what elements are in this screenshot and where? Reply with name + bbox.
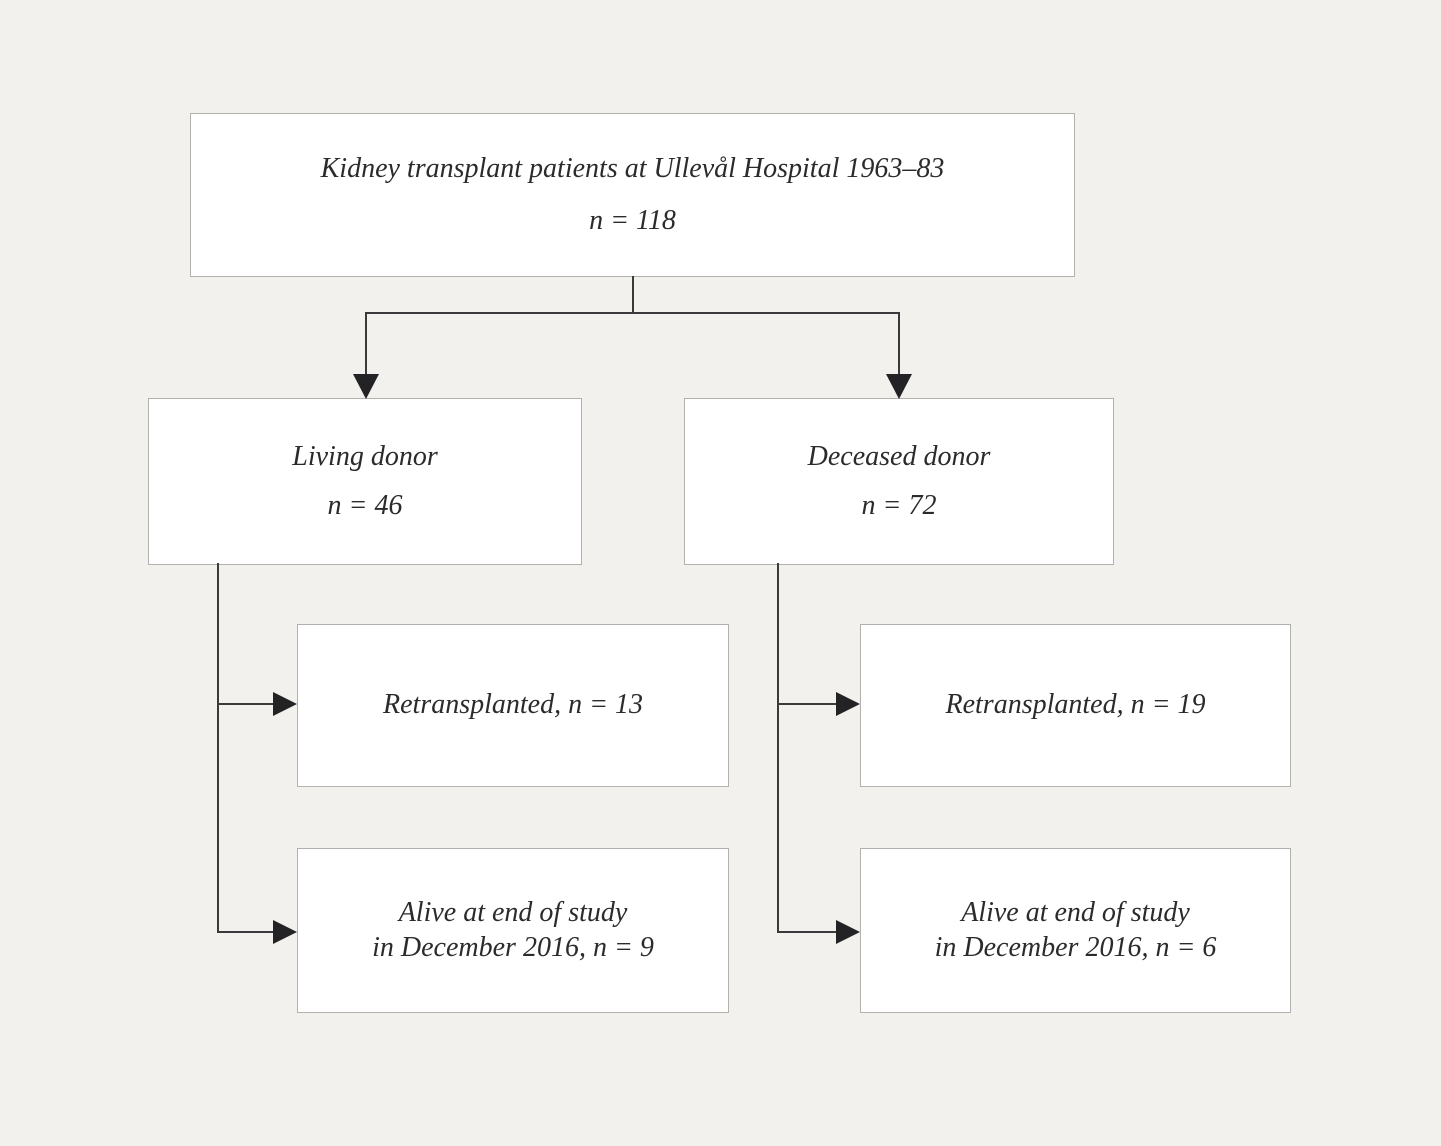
node-living-retransplanted-label: Retransplanted, n = 13 [383,689,643,721]
connector-deceased-substem [777,563,779,933]
arrowhead-right-deceased-alive-icon [836,920,860,944]
node-living-retransplanted: Retransplanted, n = 13 [297,624,729,787]
arrowhead-right-living-retransplanted-icon [273,692,297,716]
node-living-alive: Alive at end of study in December 2016, … [297,848,729,1013]
node-living-alive-line2: in December 2016, n = 9 [372,931,654,963]
node-deceased-retransplanted-label: Retransplanted, n = 19 [945,689,1206,721]
connector-living-retransplanted [217,703,277,705]
node-deceased-alive-line1: Alive at end of study [961,897,1190,929]
node-deceased-donor-title: Deceased donor [807,440,991,472]
connector-living-alive [217,931,277,933]
connector-deceased-vertical [898,312,900,378]
node-deceased-donor: Deceased donor n = 72 [684,398,1114,565]
node-living-donor-count: n = 46 [327,490,403,521]
connector-root-stem [632,276,634,314]
node-root-count: n = 118 [589,205,676,236]
arrowhead-down-deceased-icon [886,374,912,399]
node-root-title: Kidney transplant patients at Ullevål Ho… [320,152,945,184]
node-root: Kidney transplant patients at Ullevål Ho… [190,113,1075,277]
connector-branch-horizontal [365,312,900,314]
arrowhead-right-deceased-retransplanted-icon [836,692,860,716]
node-living-donor: Living donor n = 46 [148,398,582,565]
node-deceased-donor-count: n = 72 [861,490,937,521]
node-living-donor-title: Living donor [292,440,438,472]
node-deceased-retransplanted: Retransplanted, n = 19 [860,624,1291,787]
connector-deceased-alive [777,931,839,933]
node-deceased-alive-line2: in December 2016, n = 6 [934,931,1217,963]
arrowhead-down-living-icon [353,374,379,399]
connector-living-vertical [365,312,367,378]
node-living-alive-line1: Alive at end of study [398,897,628,929]
connector-deceased-retransplanted [777,703,839,705]
arrowhead-right-living-alive-icon [273,920,297,944]
node-deceased-alive: Alive at end of study in December 2016, … [860,848,1291,1013]
connector-living-substem [217,563,219,933]
